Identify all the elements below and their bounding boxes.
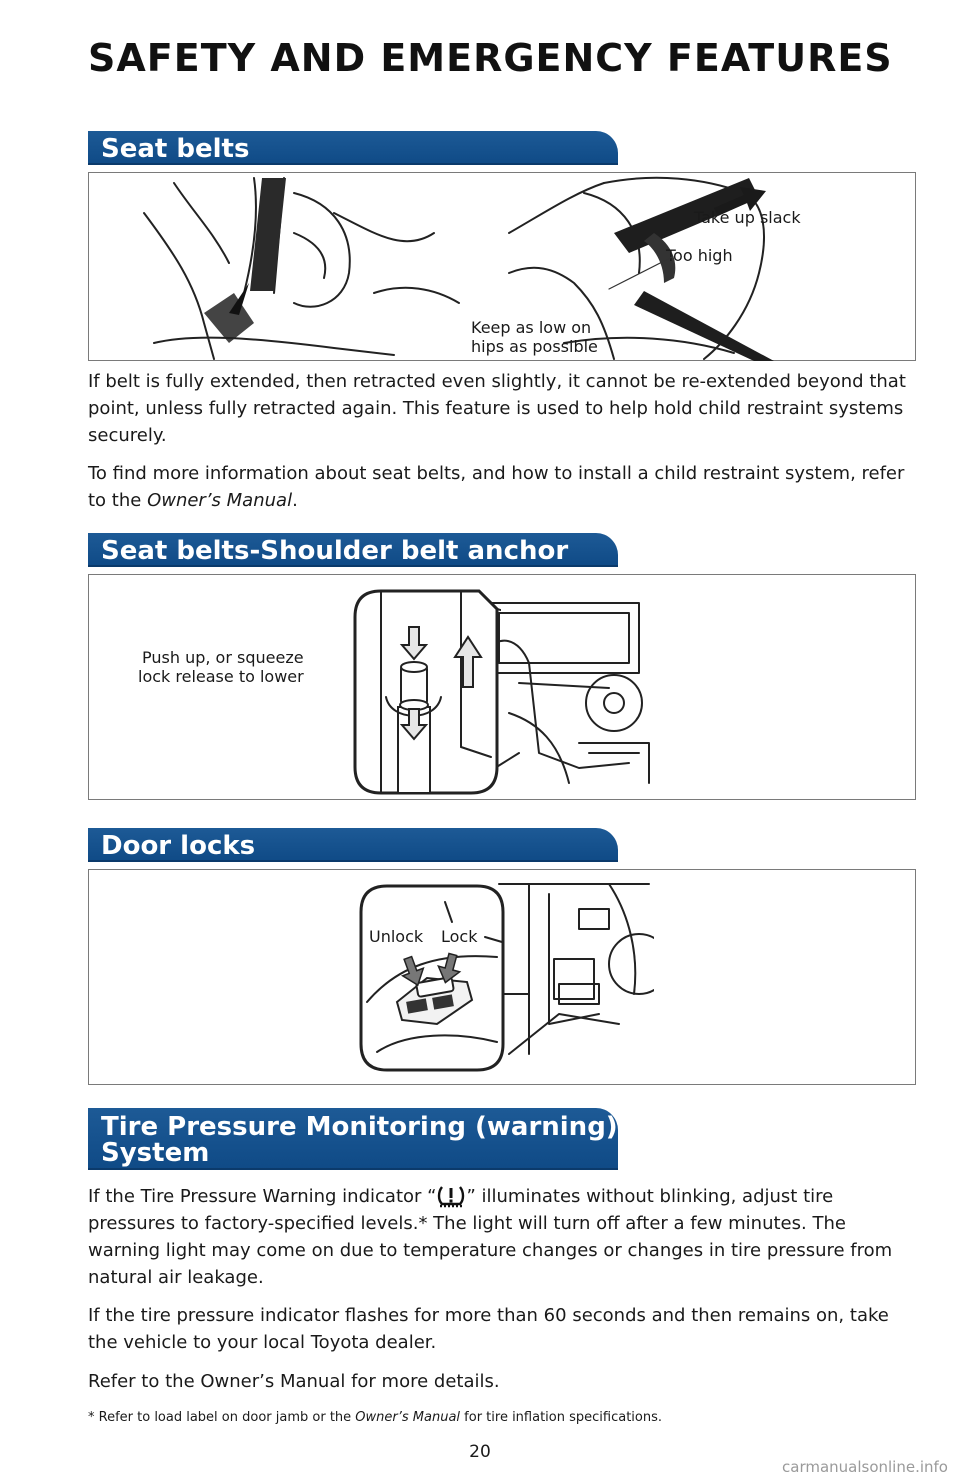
section-heading-seat-belts: Seat belts [88, 131, 618, 165]
section-heading-label: Seat belts-Shoulder belt anchor [101, 536, 569, 566]
tpms-paragraph-2: If the tire pressure indicator flashes f… [88, 1305, 889, 1353]
door-lock-switch-inset [359, 884, 505, 1072]
footnote-owners-manual: Owner’s Manual [355, 1410, 461, 1425]
owners-manual-reference: Owner’s Manual [147, 490, 293, 511]
door-interior-illustration [489, 883, 654, 1055]
watermark: carmanualsonline.info [782, 1458, 948, 1476]
paragraph-text-end: . [292, 490, 298, 511]
door-locks-illustration-frame: Unlock Lock [88, 869, 916, 1085]
footnote: * Refer to load label on door jamb or th… [88, 1410, 662, 1425]
callout-lock: Lock [441, 927, 478, 946]
section-heading-tpms: Tire Pressure Monitoring (warning) Syste… [88, 1108, 618, 1170]
seat-belt-position-illustration [508, 176, 774, 361]
page-title: SAFETY AND EMERGENCY FEATURES [88, 36, 893, 80]
callout-take-up-slack: Take up slack [694, 208, 801, 227]
seat-belt-buckle-illustration [143, 177, 460, 360]
shoulder-anchor-illustration-frame: Push up, or squeeze lock release to lowe… [88, 574, 916, 800]
footnote-text: * Refer to load label on door jamb or th… [88, 1410, 356, 1425]
section-heading-label-line2: System [101, 1138, 210, 1168]
callout-push-up-line1: Push up, or squeeze [142, 648, 304, 667]
section-heading-label-line1: Tire Pressure Monitoring (warning) [101, 1112, 618, 1142]
section-heading-label: Door locks [101, 831, 256, 861]
callout-too-high: Too high [666, 246, 733, 265]
section-heading-label: Seat belts [101, 134, 250, 164]
paragraph-text: If the Tire Pressure Warning indicator “ [88, 1186, 437, 1207]
cabin-interior-illustration [479, 602, 650, 784]
footnote-text-end: for tire inflation specifications. [460, 1410, 663, 1425]
paragraph-text-end: ” illuminates without blinking, adjust t… [88, 1186, 893, 1288]
shoulder-anchor-detail-inset [353, 589, 501, 795]
seat-belt-paragraph-1: If belt is fully extended, then retracte… [88, 371, 906, 446]
section-heading-shoulder-belt-anchor: Seat belts-Shoulder belt anchor [88, 533, 618, 567]
section-heading-door-locks: Door locks [88, 828, 618, 862]
callout-leader-line [608, 256, 673, 290]
tpms-paragraph-3: Refer to the Owner’s Manual for more det… [88, 1371, 500, 1392]
paragraph-text: To find more information about seat belt… [88, 463, 905, 511]
seat-belt-paragraph-2: To find more information about seat belt… [88, 460, 918, 514]
callout-unlock: Unlock [369, 927, 424, 946]
callout-push-up-line2: lock release to lower [138, 667, 304, 686]
callout-keep-low-line1: Keep as low on [471, 318, 592, 337]
tpms-paragraph-1: If the Tire Pressure Warning indicator “… [88, 1183, 918, 1291]
callout-keep-low-line2: hips as possible [471, 337, 598, 356]
tire-pressure-warning-icon [436, 1184, 466, 1208]
page-number: 20 [469, 1442, 491, 1462]
seat-belt-illustration-frame: Take up slack Too high Keep as low on hi… [88, 172, 916, 361]
